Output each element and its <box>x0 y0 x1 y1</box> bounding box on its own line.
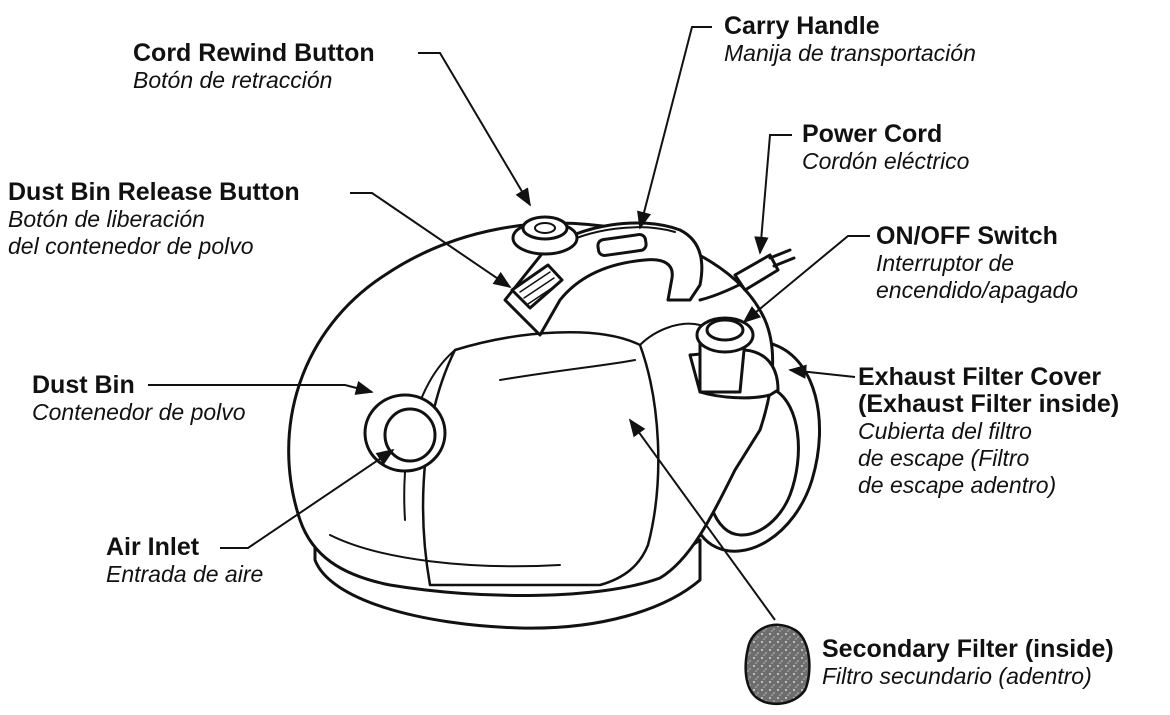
label-on-off-en: ON/OFF Switch <box>876 222 1058 250</box>
on-off-top-inner <box>705 318 745 342</box>
label-exhaust-filter-es-2: de escape (Filtro <box>858 445 1030 471</box>
center-ridge <box>499 359 636 381</box>
label-on-off-es-2: encendido/apagado <box>876 277 1079 303</box>
label-exhaust-filter: Exhaust Filter Cover (Exhaust Filter ins… <box>858 364 1119 499</box>
label-carry-handle-es: Manija de transportación <box>724 40 976 66</box>
plug-body <box>733 253 780 292</box>
leader-on-off <box>742 235 870 324</box>
cord-rewind-top <box>521 215 569 241</box>
front-panel <box>421 331 660 587</box>
leader-carry-handle <box>637 26 712 230</box>
label-carry-handle: Carry Handle Manija de transportación <box>724 13 976 67</box>
label-exhaust-filter-es-3: de escape adentro) <box>858 472 1057 498</box>
label-dust-bin-release-en: Dust Bin Release Button <box>8 178 300 206</box>
label-cord-rewind-en: Cord Rewind Button <box>133 39 375 67</box>
label-exhaust-filter-es-1: Cubierta del filtro <box>858 418 1032 444</box>
label-air-inlet-es: Entrada de aire <box>106 561 264 587</box>
leader-exhaust-filter <box>788 364 856 379</box>
label-exhaust-filter-en-2: (Exhaust Filter inside) <box>858 390 1120 418</box>
plug-prong-2 <box>772 256 796 268</box>
label-exhaust-filter-en-1: Exhaust Filter Cover <box>858 363 1102 391</box>
label-cord-rewind-es: Botón de retracción <box>133 67 333 93</box>
label-air-inlet: Air Inlet Entrada de aire <box>100 534 310 588</box>
label-power-cord-en: Power Cord <box>802 120 943 148</box>
leader-dust-bin <box>148 380 374 395</box>
label-power-cord-es: Cordón eléctrico <box>802 148 970 174</box>
label-secondary-filter-es: Filtro secundario (adentro) <box>822 663 1092 689</box>
label-on-off: ON/OFF Switch Interruptor de encendido/a… <box>876 223 1078 304</box>
dust-bin-porthole-inner <box>383 407 437 463</box>
label-dust-bin-release-es-2: del contenedor de polvo <box>8 233 254 259</box>
secondary-filter-pad <box>744 623 811 706</box>
plug-prong-1 <box>768 248 792 260</box>
label-dust-bin-en: Dust Bin <box>32 371 135 399</box>
label-power-cord: Power Cord Cordón eléctrico <box>802 121 969 175</box>
label-secondary-filter-en: Secondary Filter (inside) <box>822 635 1114 663</box>
side-ridge-right <box>639 322 701 346</box>
label-dust-bin-release: Dust Bin Release Button Botón de liberac… <box>8 179 300 260</box>
label-carry-handle-en: Carry Handle <box>724 12 880 40</box>
handle-slot <box>596 233 648 257</box>
label-dust-bin-es: Contenedor de polvo <box>32 399 246 425</box>
leader-air-inlet <box>220 448 395 549</box>
vacuum-body <box>287 215 821 630</box>
label-on-off-es-1: Interruptor de <box>876 250 1015 276</box>
label-dust-bin: Dust Bin Contenedor de polvo <box>32 372 246 426</box>
label-air-inlet-en: Air Inlet <box>106 533 200 561</box>
leader-dust-bin-release <box>350 192 512 289</box>
label-dust-bin-release-es-1: Botón de liberación <box>8 206 205 232</box>
label-cord-rewind: Cord Rewind Button Botón de retracción <box>133 40 375 94</box>
main-shell <box>287 221 775 597</box>
leader-cord-rewind <box>418 52 531 207</box>
leader-power-cord <box>754 134 792 255</box>
leader-secondary-filter <box>628 418 776 621</box>
lower-ridge <box>329 534 561 568</box>
label-secondary-filter: Secondary Filter (inside) Filtro secunda… <box>822 636 1114 690</box>
